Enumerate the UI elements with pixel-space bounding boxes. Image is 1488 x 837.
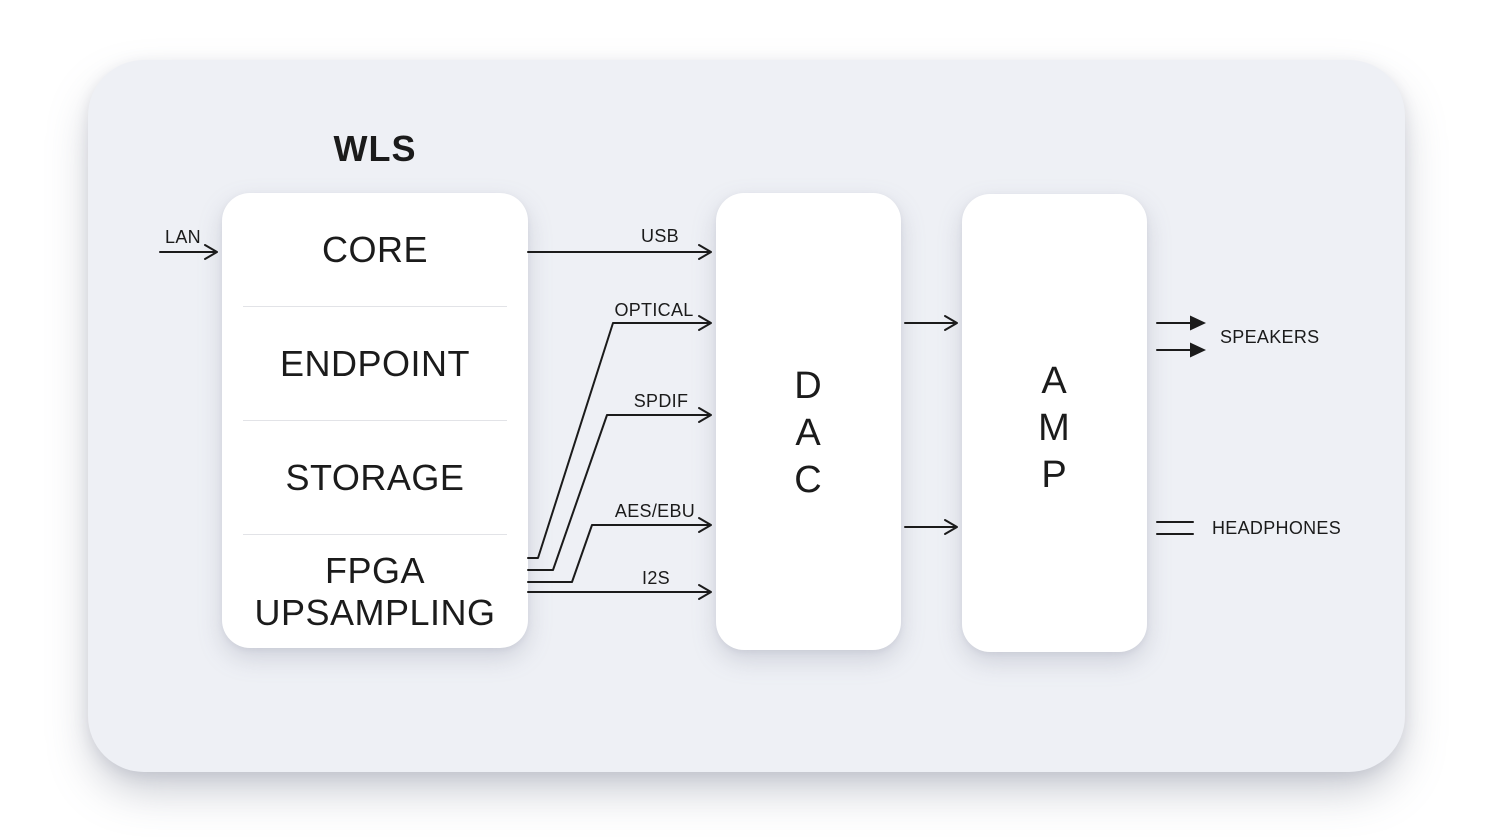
- amp-letter: M: [1038, 406, 1071, 449]
- dac-box: D A C: [716, 193, 901, 650]
- amp-label: A M P: [962, 199, 1147, 657]
- wls-section-endpoint: ENDPOINT: [279, 342, 470, 384]
- section-divider: [243, 534, 507, 535]
- section-divider: [243, 420, 507, 421]
- wls-box: CORE ENDPOINT STORAGE FPGA UPSAMPLING: [222, 193, 528, 648]
- section-divider: [243, 306, 507, 307]
- amp-letter: P: [1041, 453, 1068, 496]
- wls-title: WLS: [333, 128, 417, 169]
- amp-box: A M P: [962, 194, 1147, 652]
- wls-section-core: CORE: [321, 228, 428, 270]
- wls-section-fpga-upsampling: FPGA UPSAMPLING: [254, 549, 496, 633]
- dac-label: D A C: [716, 205, 901, 662]
- amp-letter: A: [1041, 359, 1068, 402]
- wls-section-storage: STORAGE: [285, 456, 465, 498]
- dac-letter: D: [794, 365, 823, 407]
- dac-letter: C: [794, 459, 823, 501]
- dac-letter: A: [795, 412, 822, 454]
